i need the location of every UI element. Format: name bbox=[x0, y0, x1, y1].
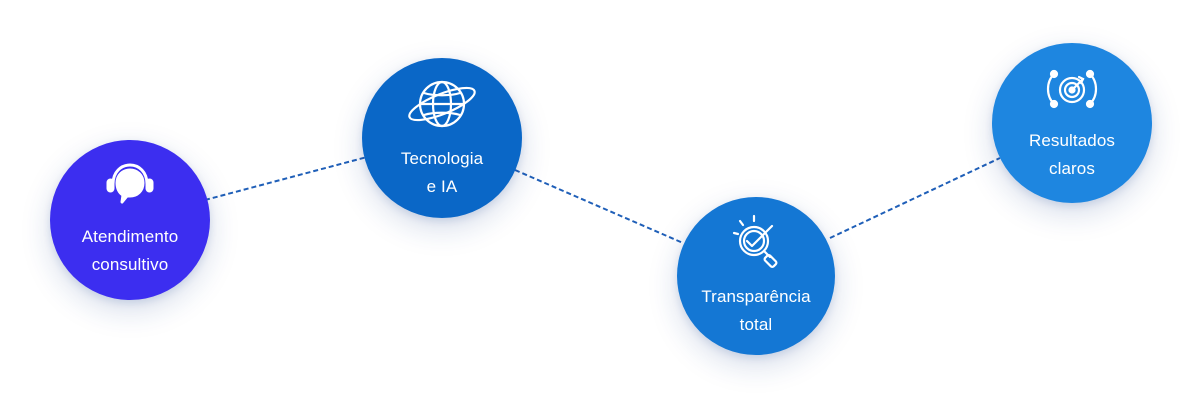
node-tecnologia-ia: Tecnologia e IA bbox=[362, 58, 522, 218]
connector-1-2 bbox=[204, 156, 368, 201]
node-atendimento-consultivo: Atendimento consultivo bbox=[50, 140, 210, 300]
connector-3-4 bbox=[829, 157, 1001, 239]
node-resultados-claros: Resultados claros bbox=[992, 43, 1152, 203]
node-label: Resultados claros bbox=[1028, 130, 1116, 178]
target-icon bbox=[1041, 64, 1103, 119]
node-label: Tecnologia e IA bbox=[400, 148, 484, 196]
node-transparencia-total: Transparência total bbox=[677, 197, 835, 355]
magnifier-check-icon bbox=[726, 214, 786, 277]
connector-2-3 bbox=[514, 169, 684, 244]
headset-chat-icon bbox=[105, 162, 155, 213]
node-label: Transparência total bbox=[701, 286, 811, 334]
node-label: Atendimento consultivo bbox=[81, 226, 179, 274]
globe-icon bbox=[405, 76, 479, 137]
